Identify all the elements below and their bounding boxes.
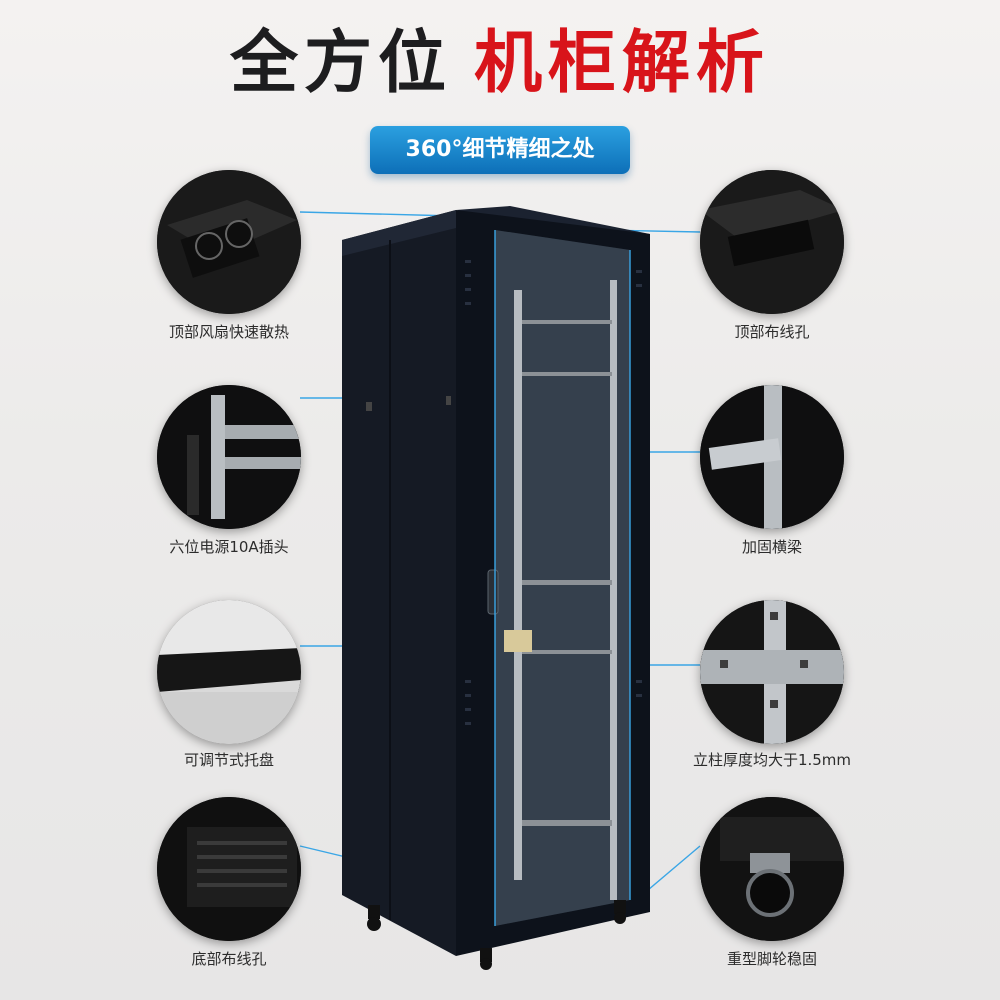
label-caster: 重型脚轮稳固 [726,950,818,968]
server-cabinet [342,206,650,970]
detail-bottom-cable-hole [157,797,301,941]
page-title: 全方位机柜解析 [0,14,1000,114]
top-cable-hole-icon [700,170,844,314]
subtitle-badge: 360°细节精细之处 [370,126,630,174]
detail-caster [700,797,844,941]
detail-top-fan [157,170,301,314]
connector-top-fan [299,211,456,217]
label-power-strip: 六位电源10A插头 [169,538,289,556]
detail-crossbeam [700,385,844,529]
title-part-dark: 全方位 [229,24,452,103]
detail-power-strip [157,385,301,529]
label-crossbeam: 加固横梁 [741,538,803,556]
detail-top-cable-hole [700,170,844,314]
power-strip-icon [157,385,301,529]
label-post: 立柱厚度均大于1.5mm [692,751,852,769]
label-tray: 可调节式托盘 [183,751,275,769]
tray-icon [157,600,301,744]
caster-wheel-icon [700,797,844,941]
label-bottom-cable-hole: 底部布线孔 [191,950,267,968]
detail-tray [157,600,301,744]
label-top-fan: 顶部风扇快速散热 [168,323,290,341]
detail-post [700,600,844,744]
crossbeam-icon [700,385,844,529]
label-top-cable-hole: 顶部布线孔 [734,323,810,341]
post-icon [700,600,844,744]
title-part-red: 机柜解析 [474,24,771,103]
fan-vent-icon [157,170,301,314]
bottom-cable-hole-icon [157,797,301,941]
